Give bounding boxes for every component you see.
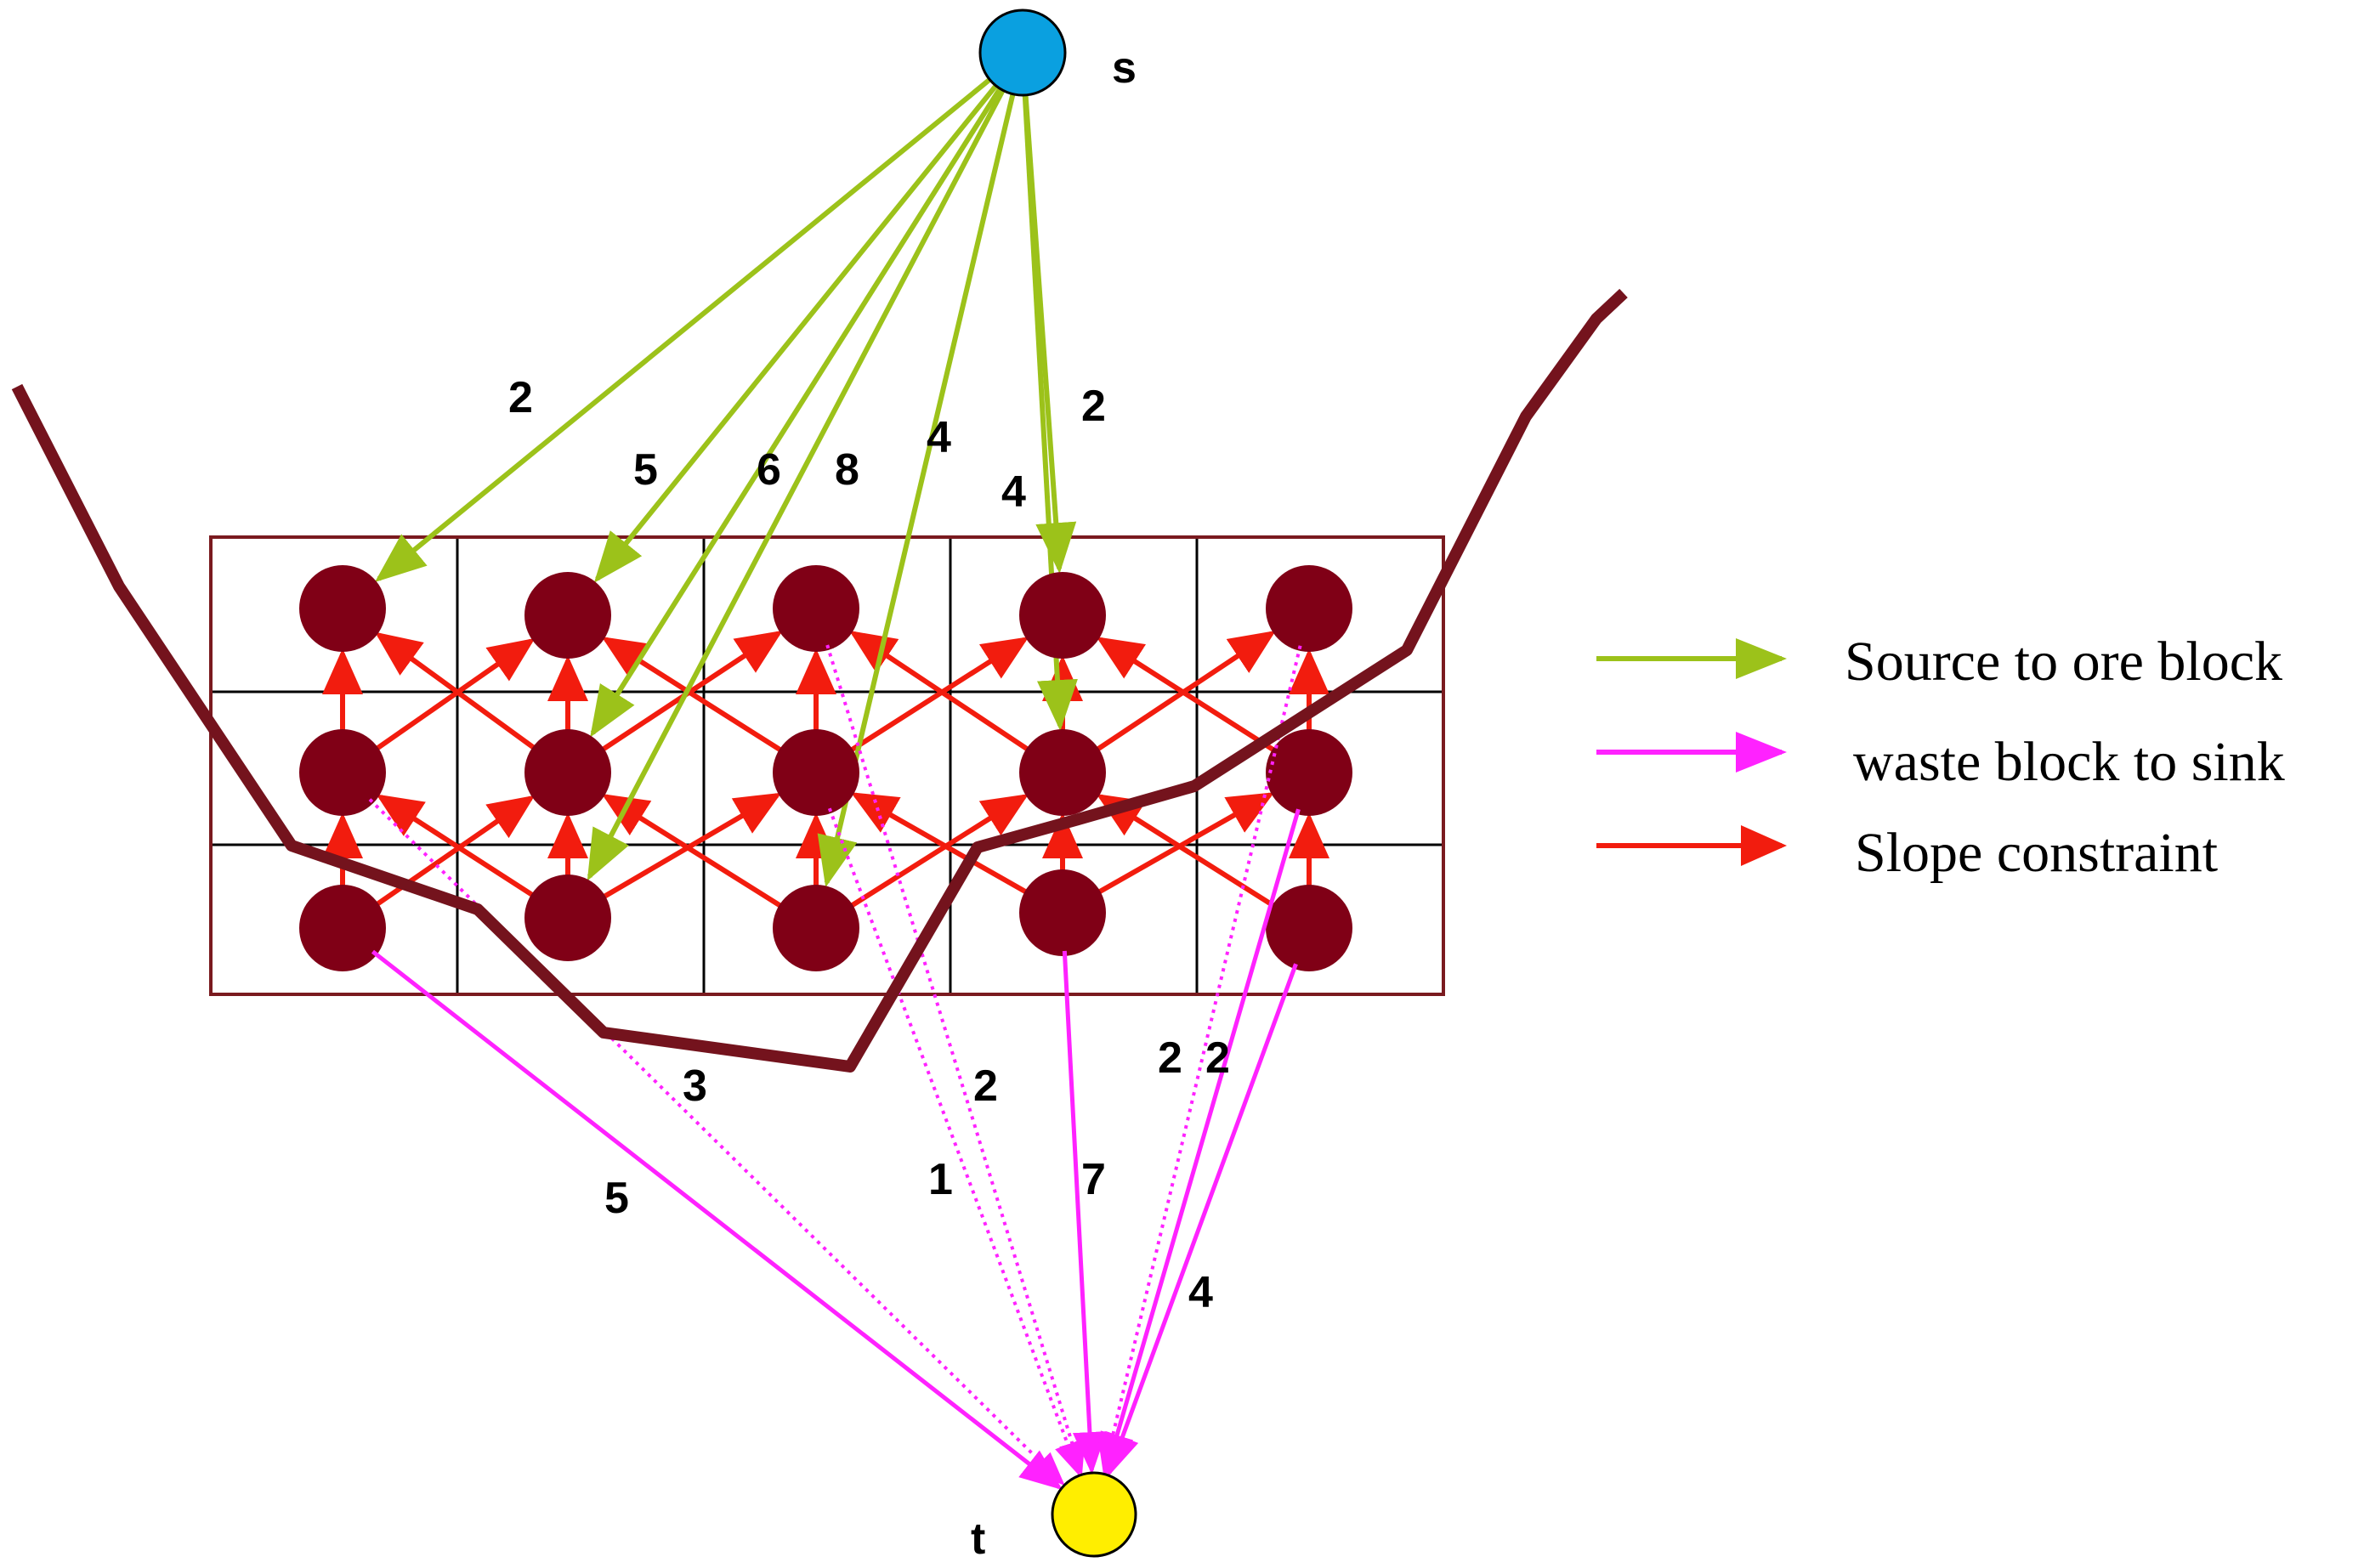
- block-node-r2-c3: [1019, 869, 1106, 956]
- block-node-r2-c4: [1266, 885, 1352, 971]
- slope-edge-r1c2-to-r0c1: [601, 637, 784, 754]
- pit-boundary-left: [11, 288, 1628, 1073]
- sink-label: t: [971, 1514, 985, 1564]
- slope-edge-r2c1-to-r1c0: [376, 794, 536, 899]
- legend-item-source-to-ore: Source to ore block: [1596, 631, 2282, 693]
- source-weight-3: 6: [757, 445, 781, 495]
- block-nodes: [299, 565, 1352, 971]
- source-edge-3: [590, 83, 1005, 738]
- slope-constraint-edges: [322, 630, 1329, 909]
- legend-label-source-to-ore: Source to ore block: [1845, 631, 2282, 693]
- source-weight-6: 4: [1001, 467, 1026, 517]
- source-edge-5: [817, 89, 1017, 888]
- grid-outer-border: [209, 535, 1445, 996]
- sink-edge-1: [371, 949, 1063, 1491]
- block-node-r0-c2: [773, 565, 859, 652]
- sink-edge-7: [1100, 808, 1301, 1476]
- block-node-r1-c1: [524, 729, 611, 816]
- source-weight-4: 8: [835, 445, 859, 495]
- block-node-r1-c4: [1266, 729, 1352, 816]
- sink-weight-2: 3: [683, 1061, 707, 1111]
- legend-item-slope-constraint: Slope constraint: [1596, 822, 2218, 884]
- source-weight-7: 2: [1081, 382, 1106, 431]
- slope-edge-r1c2-to-r0c3: [848, 637, 1029, 754]
- slope-edge-r2c2-to-r1c1: [601, 793, 784, 909]
- sink-weight-7: 2: [1205, 1033, 1230, 1083]
- source-edge-weights: 2 5 6 8 4 4 2: [508, 373, 1106, 517]
- legend-label-slope-constraint: Slope constraint: [1855, 822, 2218, 884]
- slope-edge-r2c3-to-r1c2: [850, 792, 1029, 896]
- block-node-r2-c2: [773, 885, 859, 971]
- source-edge-2: [593, 81, 1001, 583]
- source-weight-2: 5: [633, 445, 658, 495]
- source-weight-1: 2: [508, 373, 533, 422]
- sink-weight-4: 1: [928, 1155, 953, 1204]
- slope-edge-r2c0-to-r1c1: [373, 795, 536, 908]
- source-edge-7: [1023, 90, 1077, 575]
- source-label: s: [1112, 43, 1137, 93]
- source-circle: [978, 8, 1067, 97]
- pit-boundary: [11, 288, 1628, 1073]
- block-node-r0-c1: [524, 572, 611, 659]
- sink-edge-6: [1097, 645, 1302, 1475]
- block-node-r2-c0: [299, 885, 386, 971]
- legend-label-waste-to-sink: waste block to sink: [1853, 731, 2285, 793]
- sink-weight-1: 5: [604, 1174, 629, 1223]
- block-node-r1-c2: [773, 729, 859, 816]
- sink-weight-6: 2: [1158, 1033, 1182, 1083]
- sink-edge-8: [1106, 963, 1298, 1477]
- sink-weight-3: 2: [973, 1061, 998, 1111]
- sink-circle: [1051, 1471, 1137, 1558]
- block-node-r0-c4: [1266, 565, 1352, 652]
- block-node-r0-c3: [1019, 572, 1106, 659]
- source-edge-4: [587, 85, 1007, 881]
- source-weight-5: 4: [927, 413, 951, 462]
- sink-edge-weights: 5 3 2 1 7 2 2 4: [604, 1033, 1230, 1317]
- slope-edge-r1c4-to-r0c3: [1096, 637, 1277, 754]
- sink-node: t: [971, 1471, 1137, 1564]
- slope-edge-r2c4-to-r1c3: [1096, 794, 1277, 909]
- sink-edge-5: [1062, 950, 1107, 1475]
- block-node-r1-c3: [1019, 729, 1106, 816]
- slope-edge-r1c0-to-r0c1: [373, 637, 536, 752]
- legend-item-waste-to-sink: waste block to sink: [1596, 731, 2285, 793]
- source-node: s: [978, 8, 1137, 97]
- block-node-r2-c1: [524, 875, 611, 961]
- source-to-ore-edges: [374, 75, 1078, 888]
- slope-edge-r1c1-to-r0c0: [374, 631, 537, 751]
- source-edge-1: [374, 75, 995, 582]
- sink-weight-8: 4: [1188, 1268, 1213, 1317]
- slope-edge-r2c3-to-r1c4: [1096, 792, 1275, 896]
- block-node-r0-c0: [299, 565, 386, 652]
- legend: Source to ore block waste block to sink …: [1596, 631, 2285, 884]
- sink-weight-5: 7: [1081, 1155, 1106, 1204]
- slope-edge-r2c2-to-r1c3: [848, 794, 1029, 909]
- block-node-r1-c0: [299, 729, 386, 816]
